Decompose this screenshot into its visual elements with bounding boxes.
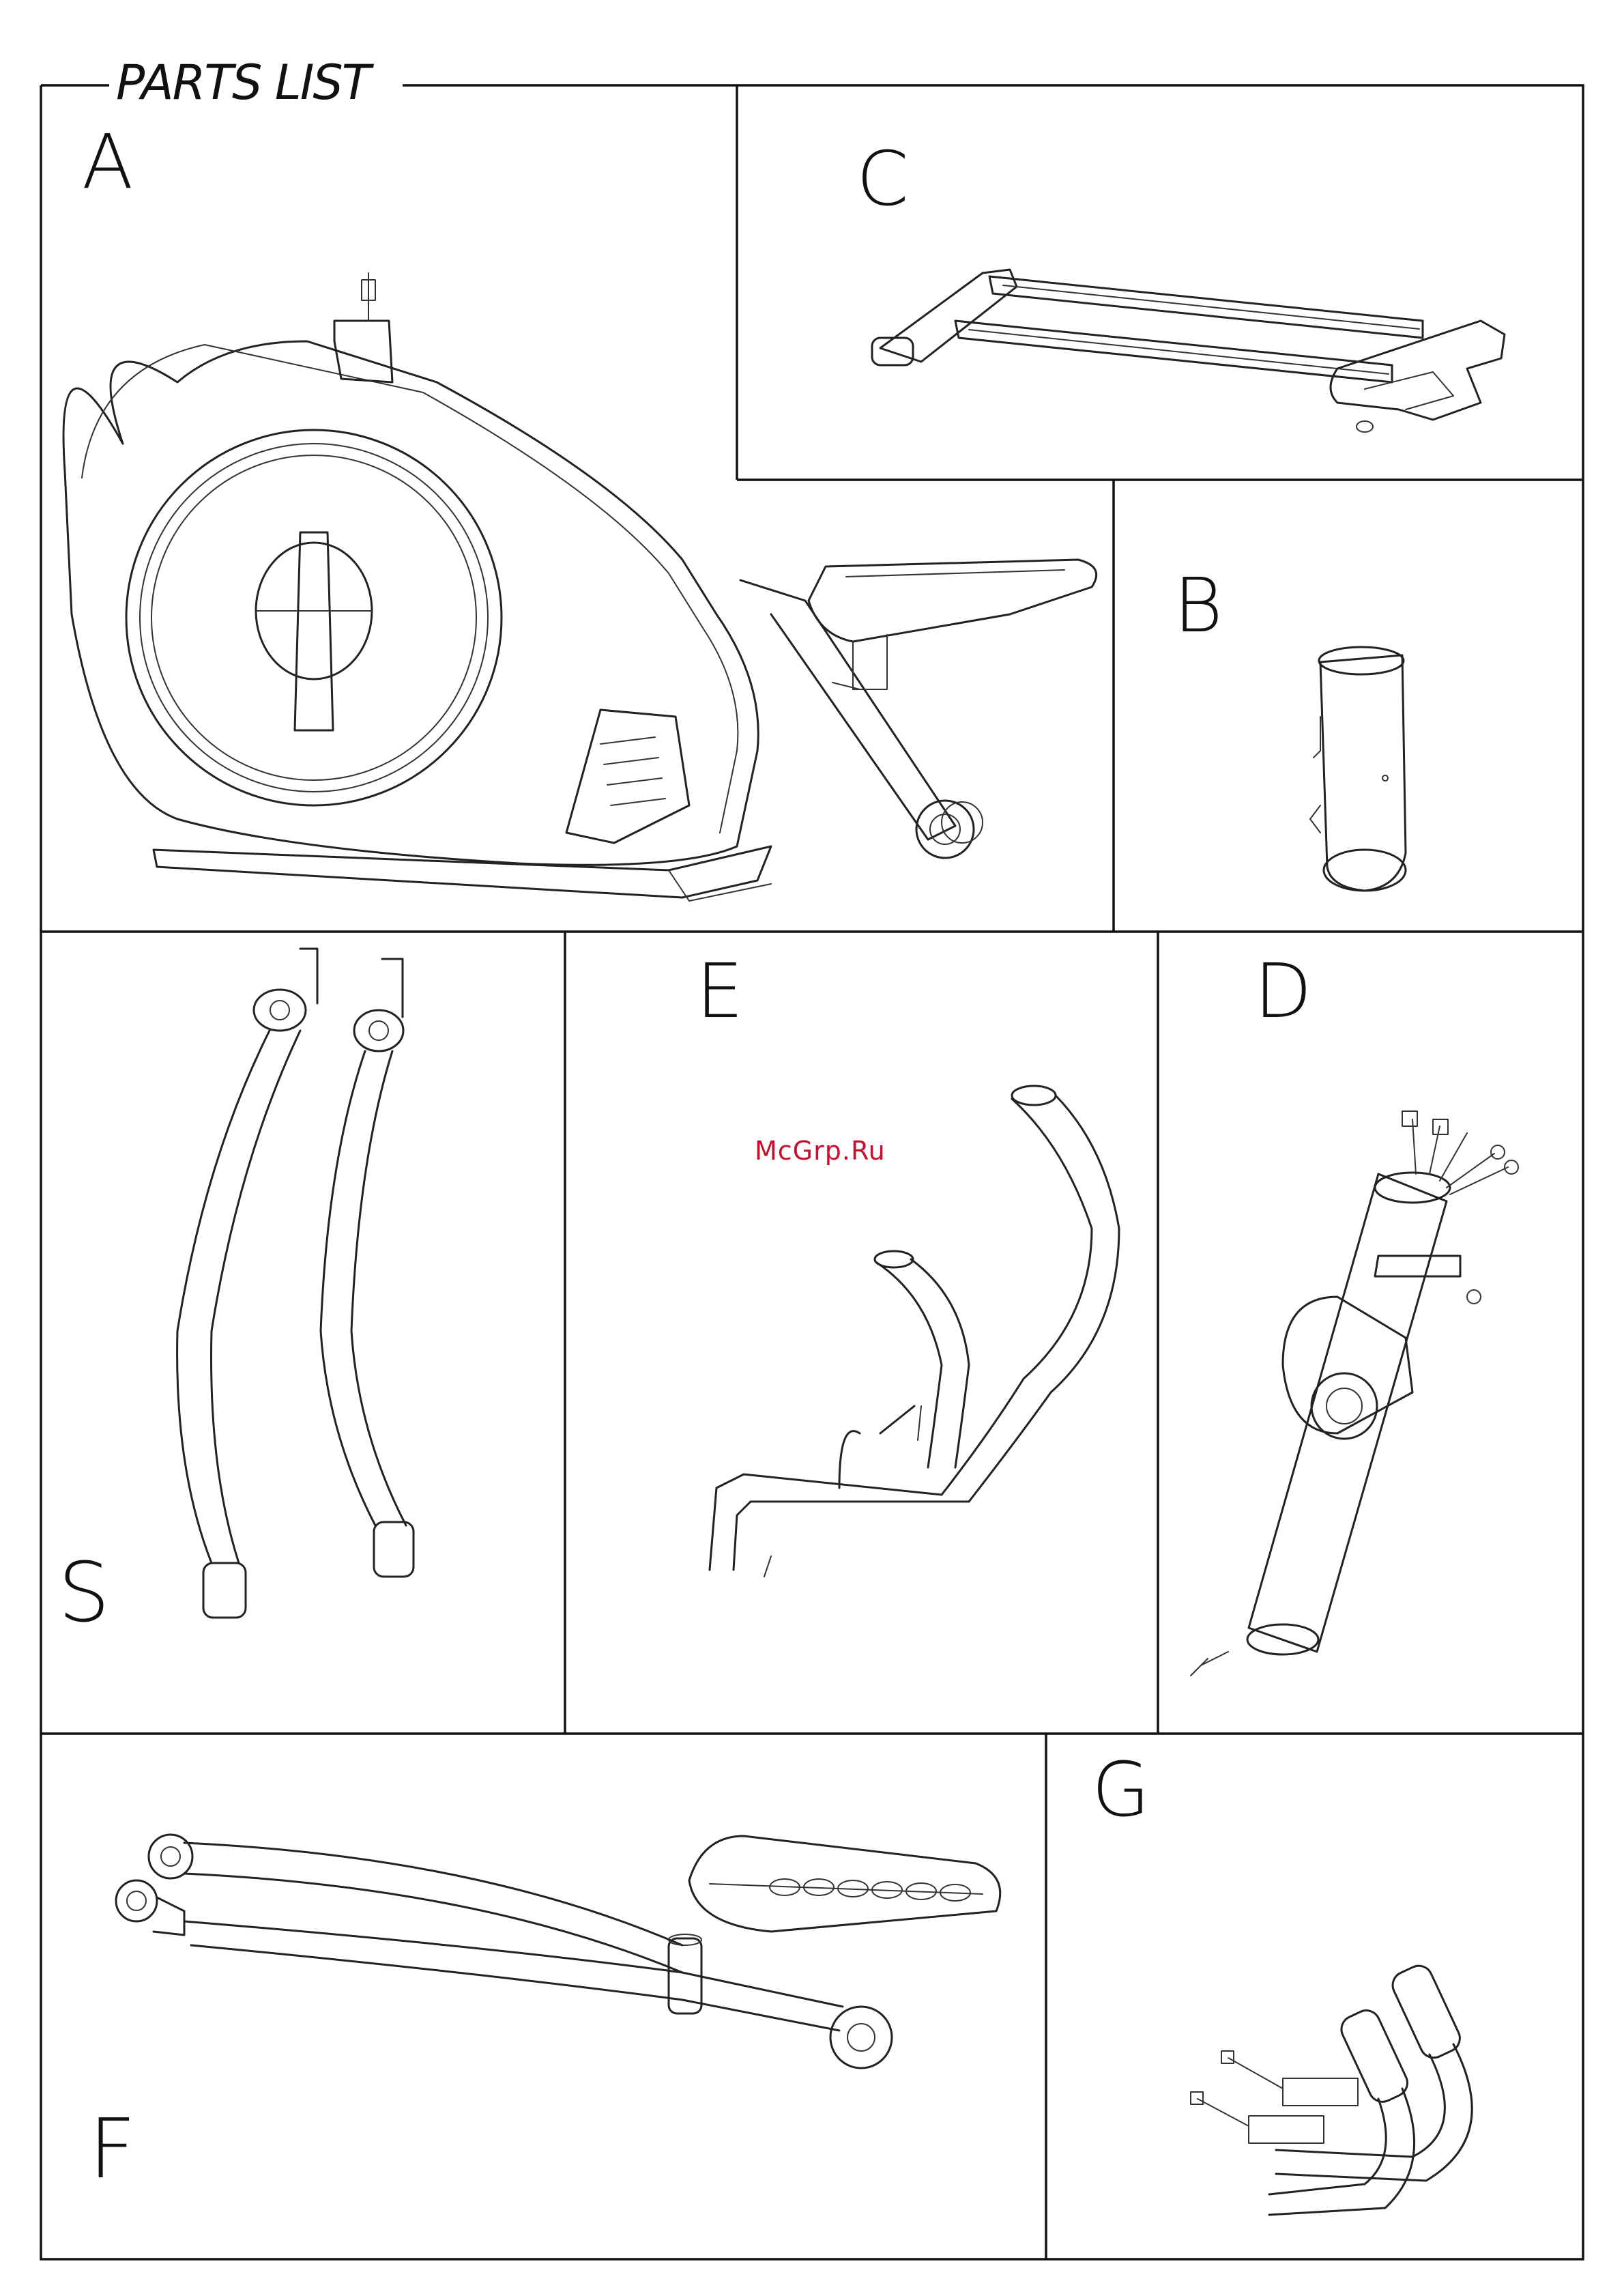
parts-list-title: PARTS LIST: [116, 55, 375, 111]
part-a-main-frame-drawing: [63, 273, 1097, 901]
part-c-rail-drawing: [872, 270, 1505, 432]
panel-label-g: G: [1092, 1746, 1150, 1833]
part-b-tube-drawing: [1310, 647, 1406, 891]
part-g-grips-drawing: [1191, 1962, 1472, 2215]
panel-label-c: C: [856, 135, 909, 223]
watermark: McGrp.Ru: [755, 1136, 886, 1166]
panel-grid: [41, 85, 1583, 2259]
panel-label-b: B: [1174, 562, 1223, 649]
part-d-post-drawing: [1191, 1111, 1518, 1676]
panel-label-a: A: [82, 118, 133, 205]
panel-label-f: F: [89, 2102, 136, 2197]
part-f-pedal-arm-drawing: [116, 1835, 1000, 2068]
panel-label-e: E: [696, 947, 744, 1035]
panel-label-d: D: [1254, 947, 1312, 1035]
panel-label-s: S: [58, 1546, 110, 1641]
part-s-arm-drawing: [177, 949, 414, 1618]
